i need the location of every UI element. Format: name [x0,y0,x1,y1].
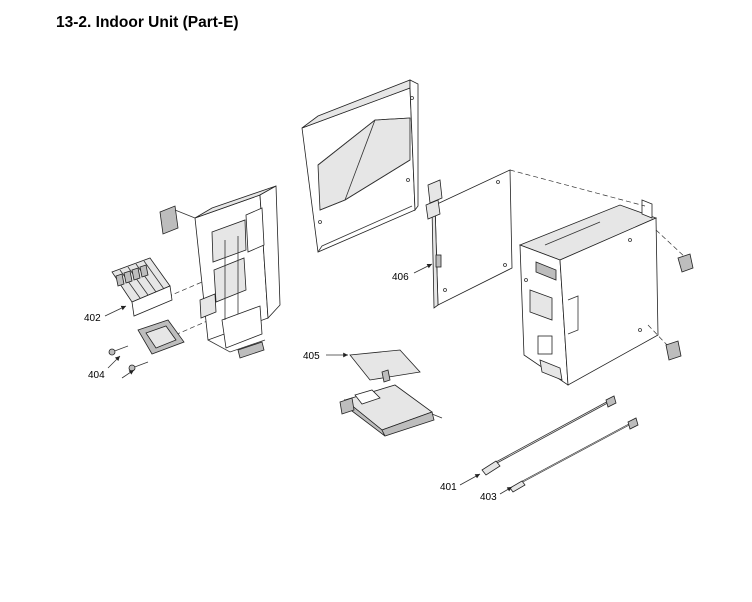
part-label-403: 403 [480,492,497,503]
part-label-405: 405 [303,351,320,362]
sensor-403-part [509,417,639,493]
sensor-401-part [481,395,617,476]
electrical-box-housing-part [518,199,659,386]
part-label-401: 401 [440,482,457,493]
control-box-frame-part [159,185,281,359]
terminal-block-402-part [111,257,173,317]
part-label-402: 402 [84,313,101,324]
cover-panel-part [301,79,419,253]
page-title: 13-2. Indoor Unit (Part-E) [56,14,239,31]
clip-part [665,253,694,361]
controller-box-part [339,384,443,437]
part-label-404: 404 [88,370,105,381]
holder-404-part [108,319,185,372]
pcb-406-part [425,169,513,309]
part-label-406: 406 [392,272,409,283]
cover-plate-405-part [349,349,421,383]
